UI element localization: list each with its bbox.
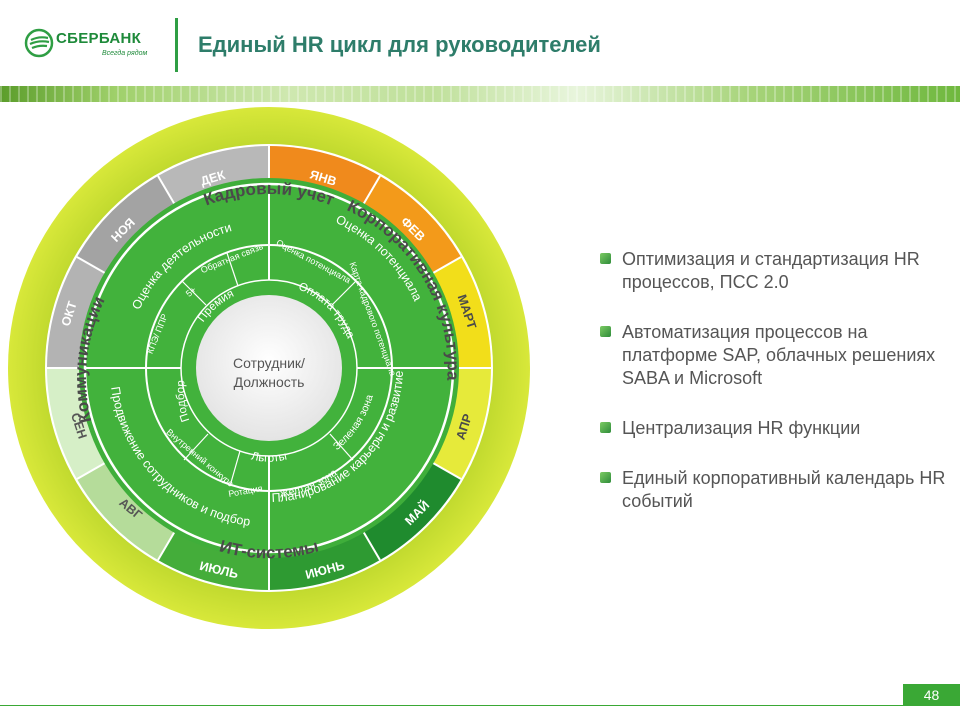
bullet-item: Автоматизация процессов на платформе SAP… [600,321,950,390]
sberbank-emblem-icon [24,28,54,58]
center-line-1: Сотрудник/ [233,355,305,371]
bullet-item: Централизация HR функции [600,417,950,440]
logo-tagline: Всегда рядом [102,50,148,57]
bullet-square-icon [600,326,611,337]
bullet-square-icon [600,253,611,264]
footer-line [0,705,960,706]
sberbank-logo: СБЕРБАНК Всегда рядом [24,28,154,68]
bullet-item: Оптимизация и стандартизация HR процессо… [600,248,950,294]
logo-name: СБЕРБАНК [56,30,142,47]
page-title: Единый HR цикл для руководителей [198,32,601,57]
hr-cycle-diagram: Сотрудник/ Должность Кадровый учет Корпо… [8,107,530,629]
decorative-band-hatch [0,86,960,102]
bullet-square-icon [600,472,611,483]
center-line-2: Должность [234,374,305,390]
bullet-list: Оптимизация и стандартизация HR процессо… [600,248,950,540]
bullet-square-icon [600,422,611,433]
inner-label-lgoty: Льготы [250,450,288,464]
center-circle [196,295,342,441]
header-divider [175,18,178,72]
bullet-item: Единый корпоративный календарь HR событи… [600,467,950,513]
page-number: 48 [903,684,960,706]
decorative-band [0,86,960,102]
